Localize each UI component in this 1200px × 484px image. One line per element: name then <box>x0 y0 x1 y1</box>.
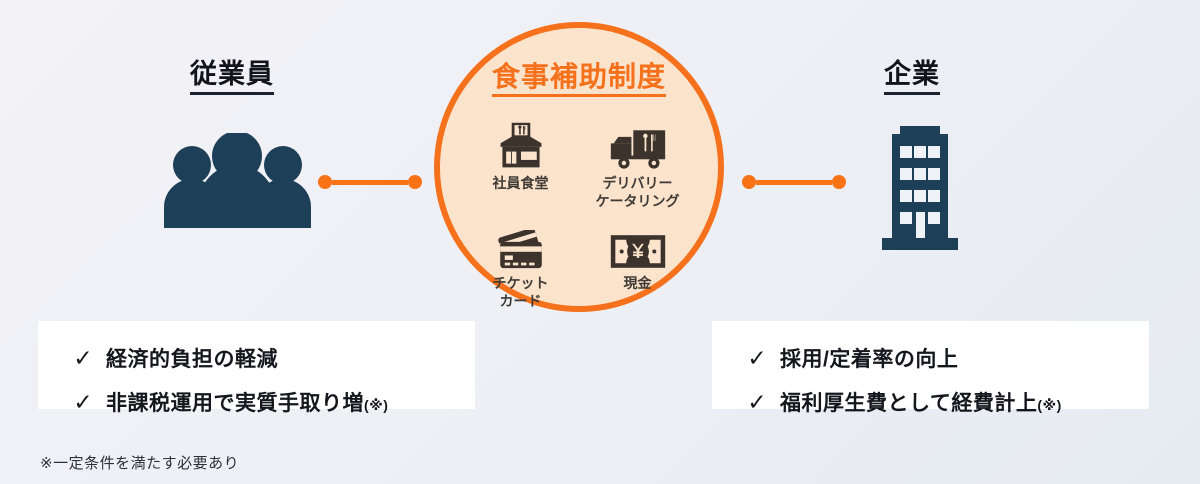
hub-item-cafeteria: 社員食堂 <box>462 116 579 210</box>
hub-item-cash: 現金 <box>579 216 696 310</box>
office-building-icon <box>872 112 968 252</box>
benefit-item: ✓ 非課税運用で実質手取り増(※) <box>60 387 449 431</box>
company-benefits-card: ✓ 採用/定着率の向上 ✓ 福利厚生費として経費計上(※) <box>712 321 1149 415</box>
cash-banknote-yen-icon <box>609 216 667 270</box>
benefit-item: ✓ 福利厚生費として経費計上(※) <box>734 387 1123 431</box>
footnote-text: ※一定条件を満たす必要あり <box>40 455 240 472</box>
hub-item-delivery: デリバリー ケータリング <box>579 116 696 210</box>
benefit-label: 非課税運用で実質手取り増(※) <box>106 392 389 415</box>
hub-item-ticket-card: チケット カード <box>462 216 579 310</box>
check-icon: ✓ <box>73 345 93 371</box>
ticket-card-icon <box>493 216 549 270</box>
connector-dot-start <box>318 175 332 189</box>
connector-line <box>756 179 832 185</box>
hub-item-label: デリバリー ケータリング <box>595 175 680 209</box>
hub-items-grid: 社員食堂 <box>462 116 696 310</box>
connector-dot-start <box>742 175 756 189</box>
benefit-note: (※) <box>1037 397 1062 413</box>
people-group-icon <box>160 131 315 228</box>
company-heading: 企業 <box>884 59 940 95</box>
check-icon: ✓ <box>73 389 93 415</box>
hub-item-label: チケット カード <box>492 275 549 309</box>
benefit-item: ✓ 経済的負担の軽減 <box>60 343 449 387</box>
employee-heading: 従業員 <box>190 59 274 95</box>
benefit-note: (※) <box>364 397 389 413</box>
hub-to-company-connector <box>742 175 846 189</box>
connector-dot-end <box>408 175 422 189</box>
check-icon: ✓ <box>747 345 767 371</box>
hub-title-text: 食事補助制度 <box>491 61 666 97</box>
employee-to-hub-connector <box>318 175 422 189</box>
meal-subsidy-circle: 食事補助制度 <box>434 22 724 312</box>
benefit-label: 採用/定着率の向上 <box>780 348 959 371</box>
hub-item-label: 社員食堂 <box>492 175 549 191</box>
check-icon: ✓ <box>747 389 767 415</box>
benefit-label: 福利厚生費として経費計上(※) <box>780 392 1062 415</box>
connector-dot-end <box>832 175 846 189</box>
hub-item-label: 現金 <box>623 275 652 291</box>
employee-benefits-card: ✓ 経済的負担の軽減 ✓ 非課税運用で実質手取り増(※) <box>38 321 475 415</box>
connector-line <box>332 179 408 185</box>
restaurant-storefront-icon <box>495 116 547 170</box>
hub-title: 食事補助制度 <box>440 61 718 97</box>
benefit-label: 経済的負担の軽減 <box>106 348 278 371</box>
delivery-truck-icon <box>609 116 667 170</box>
benefit-item: ✓ 採用/定着率の向上 <box>734 343 1123 387</box>
